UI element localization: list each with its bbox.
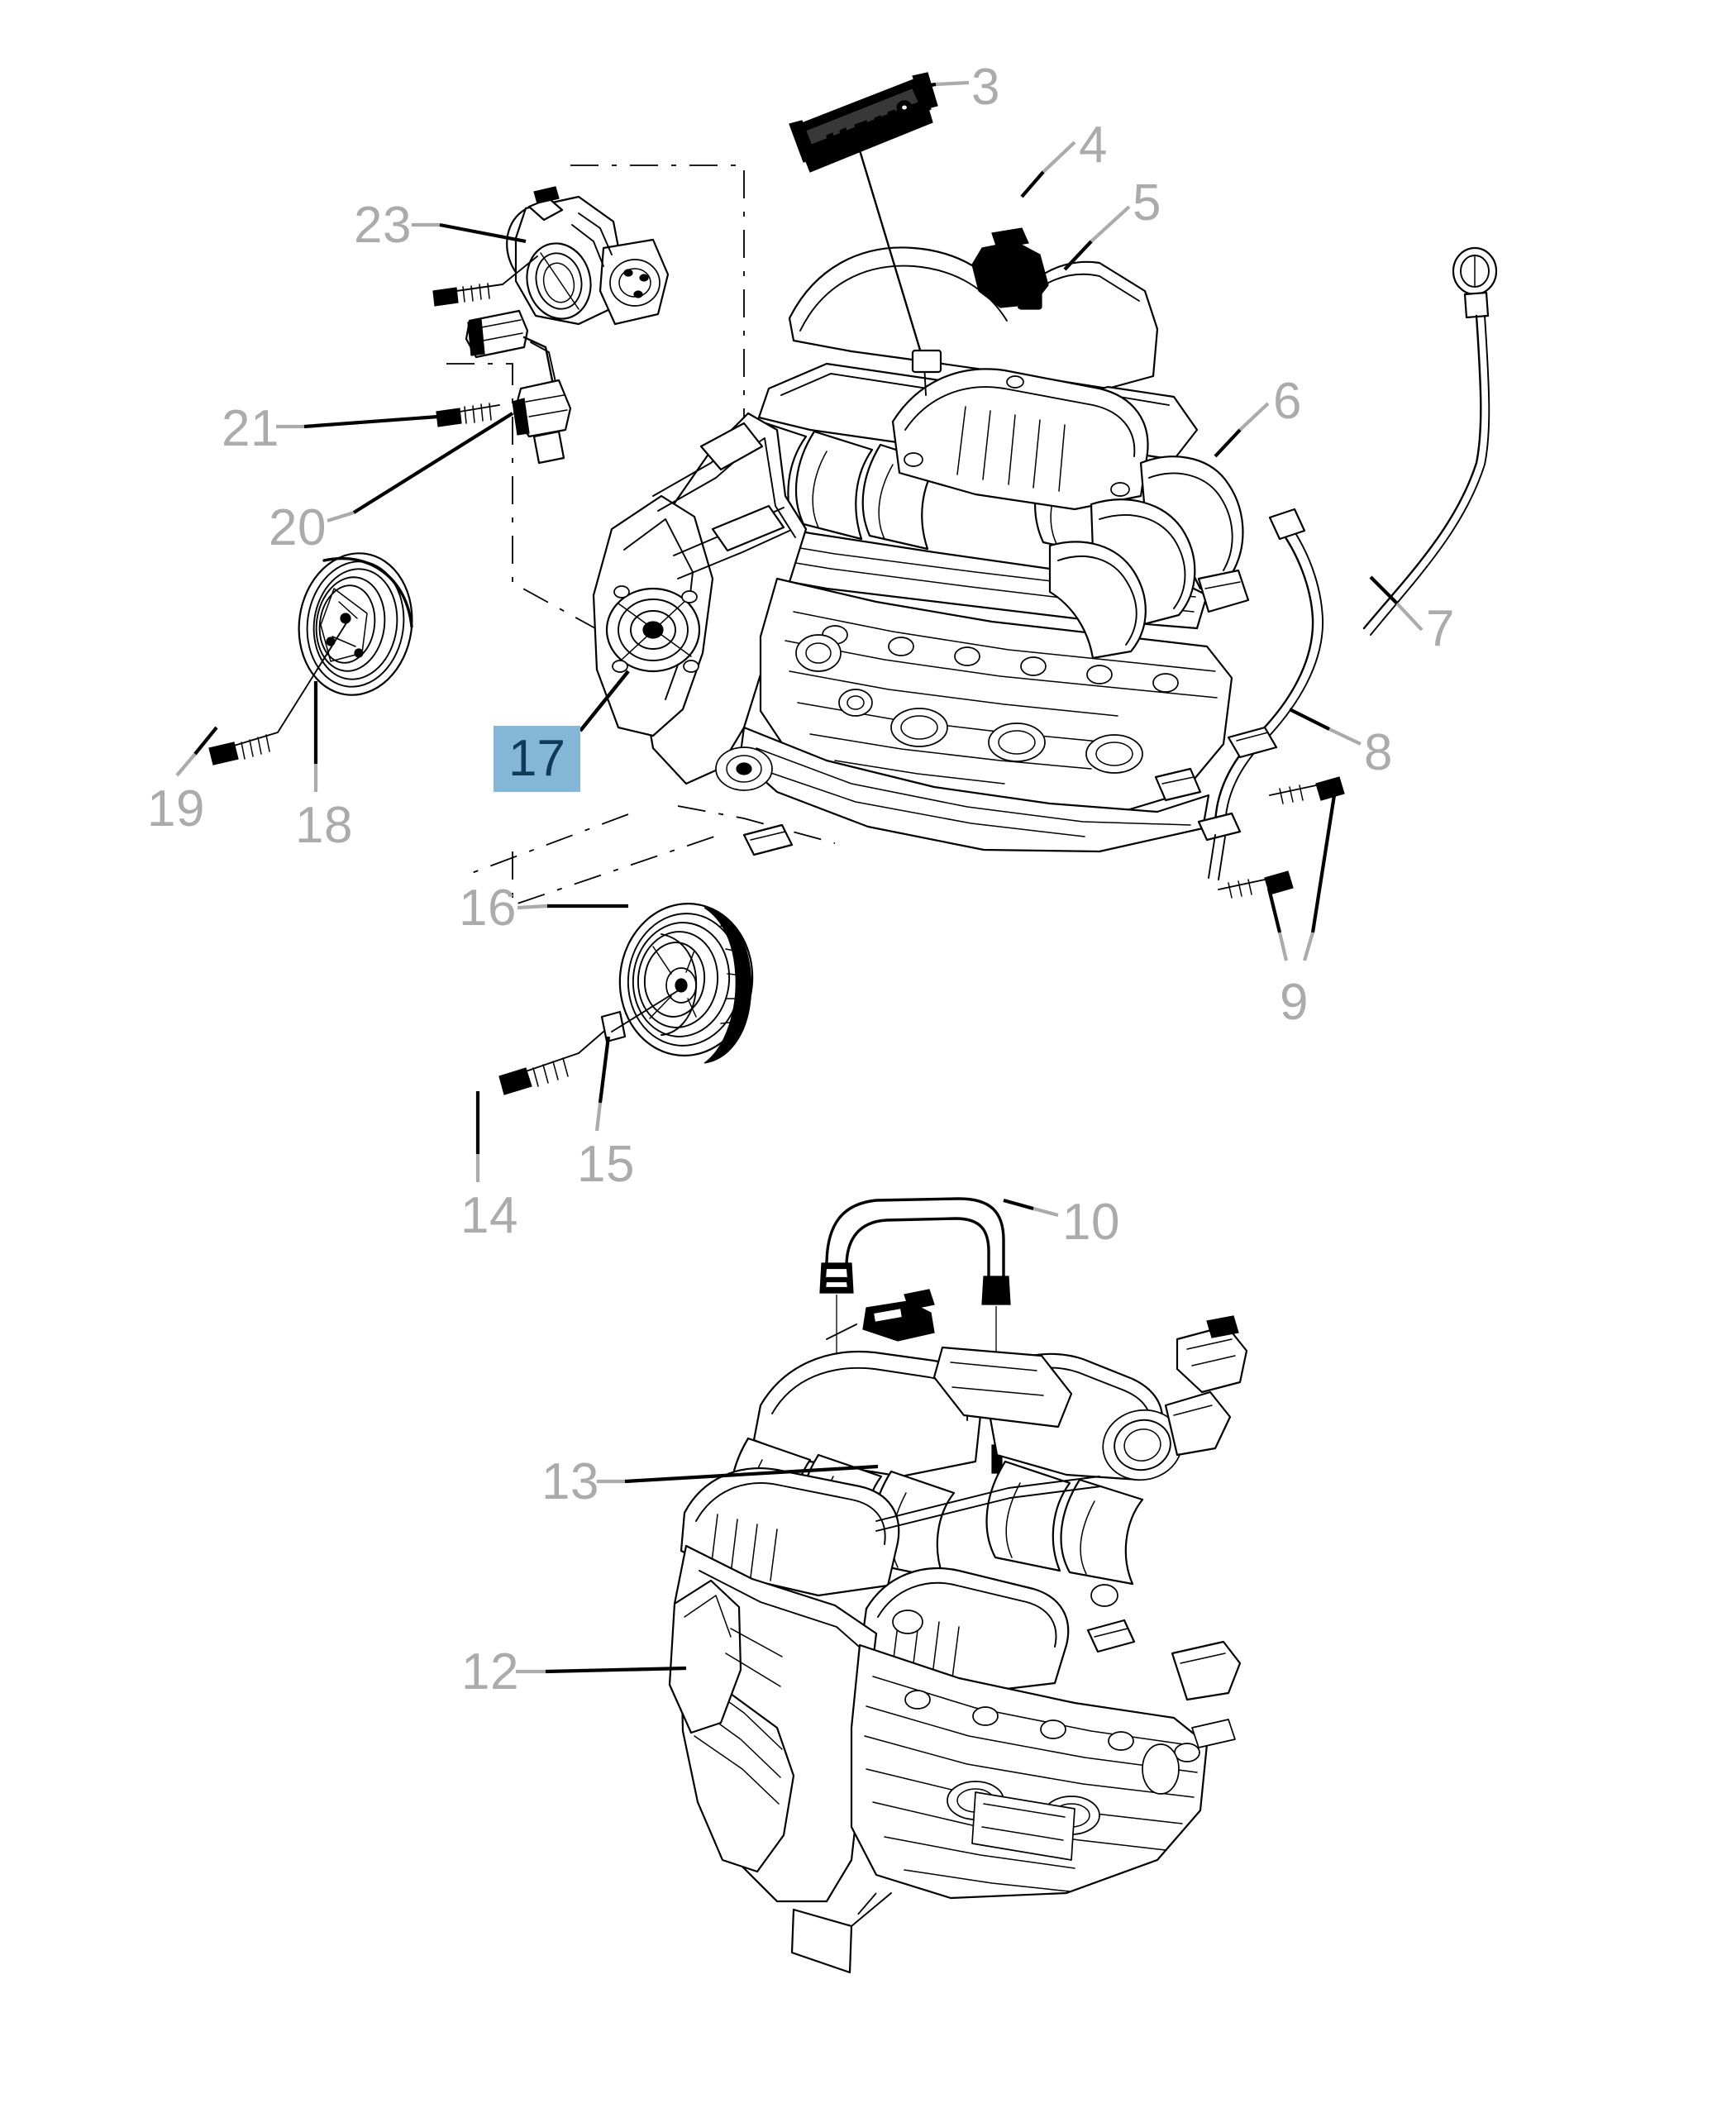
lower-fittings [892, 1584, 1136, 1653]
sensor-bolt [436, 403, 500, 427]
tube-bolts [1218, 776, 1345, 899]
callout-20[interactable]: 20 [269, 499, 327, 556]
head-bolt-bosses [822, 625, 1179, 693]
throttle-body [506, 186, 670, 326]
bottom-plate [790, 1892, 892, 1974]
callout-23[interactable]: 23 [354, 197, 412, 254]
callout-3[interactable]: 3 [971, 59, 1000, 116]
upper-engine-assembly [208, 72, 1498, 1095]
water-pump [605, 585, 701, 673]
callout-8[interactable]: 8 [1364, 724, 1393, 781]
callout-21[interactable]: 21 [222, 400, 279, 457]
map-sensor [971, 227, 1049, 310]
engine-cover-badge [789, 72, 942, 396]
accessory-pulleys [795, 634, 873, 717]
callout-4[interactable]: 4 [1079, 117, 1108, 174]
callout-12[interactable]: 12 [461, 1643, 519, 1700]
callout-16[interactable]: 16 [459, 880, 517, 937]
callout-15[interactable]: 15 [577, 1136, 635, 1193]
lower-head-bolt-bosses [904, 1690, 1200, 1762]
callout-10[interactable]: 10 [1062, 1194, 1120, 1251]
callout-14[interactable]: 14 [460, 1187, 518, 1244]
callout-19[interactable]: 19 [147, 780, 205, 837]
callout-17-highlighted[interactable]: 17 [494, 726, 580, 792]
water-pump-pulley-bolt [208, 621, 348, 765]
throttle-position-sensor [432, 255, 572, 465]
callout-5[interactable]: 5 [1133, 174, 1161, 231]
water-pump-pulley [298, 552, 413, 696]
intake-gasket [875, 1476, 1102, 1532]
lower-bracket [1176, 1315, 1248, 1394]
callout-18[interactable]: 18 [295, 797, 353, 854]
crankshaft-balancer [618, 903, 754, 1064]
callout-6[interactable]: 6 [1273, 373, 1302, 430]
callout-13[interactable]: 13 [541, 1453, 599, 1510]
oil-indicator-tube [1197, 508, 1323, 880]
oil-level-indicator [1362, 246, 1498, 636]
lower-right-detail [1171, 1640, 1242, 1748]
pcv-hose [819, 1197, 1011, 1489]
callout-9[interactable]: 9 [1280, 974, 1309, 1031]
lower-engine-assembly [668, 1197, 1248, 1974]
callout-7[interactable]: 7 [1426, 600, 1455, 657]
crank-snout [715, 746, 773, 791]
throttle-bolt [432, 255, 538, 307]
exhaust-manifold [1048, 455, 1250, 660]
callout-leader-lines [175, 80, 1424, 1674]
intake-connector [826, 1289, 935, 1342]
lower-throttle-bore [1102, 1390, 1232, 1481]
block-bores [890, 708, 1143, 774]
balancer-bolt [498, 988, 682, 1095]
